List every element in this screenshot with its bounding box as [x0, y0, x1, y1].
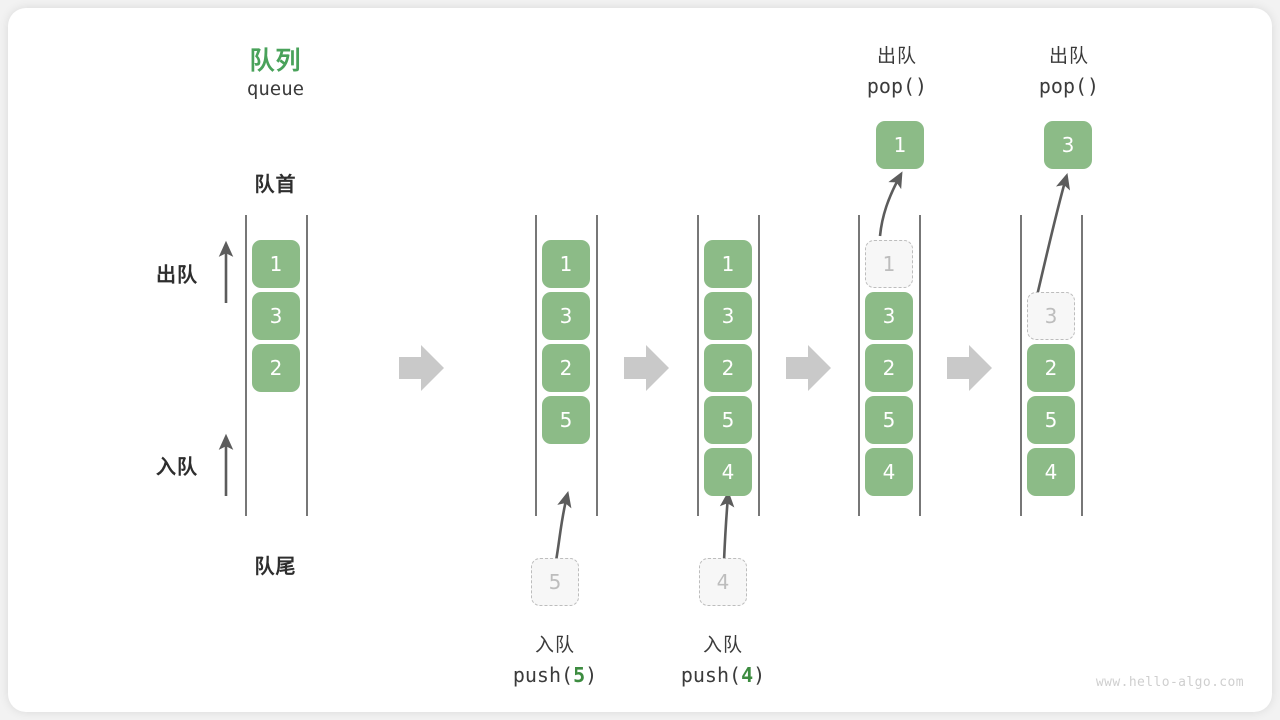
- queue-cell: 5: [704, 396, 752, 444]
- queue-cell: 2: [865, 344, 913, 392]
- queue-cell: 1: [542, 240, 590, 288]
- rear-label: 队尾: [254, 556, 297, 578]
- queue-cell: 3: [542, 292, 590, 340]
- code-prefix: push(: [680, 663, 742, 687]
- pop-3-label-code: pop(): [1038, 74, 1100, 98]
- queue-cell: 2: [252, 344, 300, 392]
- queue-cell: 1: [704, 240, 752, 288]
- pop-1-label-code: pop(): [866, 74, 928, 98]
- popped-cell: 1: [876, 121, 924, 169]
- dequeue-side-label: 出队: [156, 264, 198, 287]
- push-4-label-cn: 入队: [702, 635, 743, 656]
- queue-cell: 1: [252, 240, 300, 288]
- pop-1-label-cn: 出队: [876, 46, 917, 67]
- queue-cell: 3: [252, 292, 300, 340]
- code-suffix: ): [585, 663, 598, 687]
- front-label: 队首: [254, 174, 297, 196]
- code-arg: 5: [573, 663, 586, 687]
- queue-cell: 2: [542, 344, 590, 392]
- queue-cell: 3: [704, 292, 752, 340]
- queue-cell-new: 4: [704, 448, 752, 496]
- code-prefix: push(: [512, 663, 574, 687]
- diagram-card: 队列 queue 队首 队尾 出队 入队 1 3 2 1 3 2 5 5 入队 …: [8, 8, 1272, 712]
- push-4-label-code: push(4): [647, 663, 799, 687]
- queue-cell: 5: [1027, 396, 1075, 444]
- push-5-label-code: push(5): [479, 663, 631, 687]
- code-arg: 4: [741, 663, 754, 687]
- queue-cell-removed: 3: [1027, 292, 1075, 340]
- push-5-label-cn: 入队: [534, 635, 575, 656]
- queue-cell-new: 5: [542, 396, 590, 444]
- queue-cell: 4: [865, 448, 913, 496]
- pop-3-label-cn: 出队: [1048, 46, 1089, 67]
- queue-cell: 5: [865, 396, 913, 444]
- popped-cell: 3: [1044, 121, 1092, 169]
- queue-cell: 3: [865, 292, 913, 340]
- enqueue-side-label: 入队: [156, 456, 198, 479]
- page-title-cn: 队列: [249, 47, 302, 75]
- incoming-ghost-cell: 4: [699, 558, 747, 606]
- page-title-en: queue: [246, 78, 305, 100]
- queue-cell: 4: [1027, 448, 1075, 496]
- queue-cell: 2: [1027, 344, 1075, 392]
- watermark: www.hello-algo.com: [1095, 675, 1244, 690]
- queue-cell-removed: 1: [865, 240, 913, 288]
- incoming-ghost-cell: 5: [531, 558, 579, 606]
- overlay-graphics: [218, 171, 1083, 562]
- queue-cell: 2: [704, 344, 752, 392]
- code-suffix: ): [753, 663, 766, 687]
